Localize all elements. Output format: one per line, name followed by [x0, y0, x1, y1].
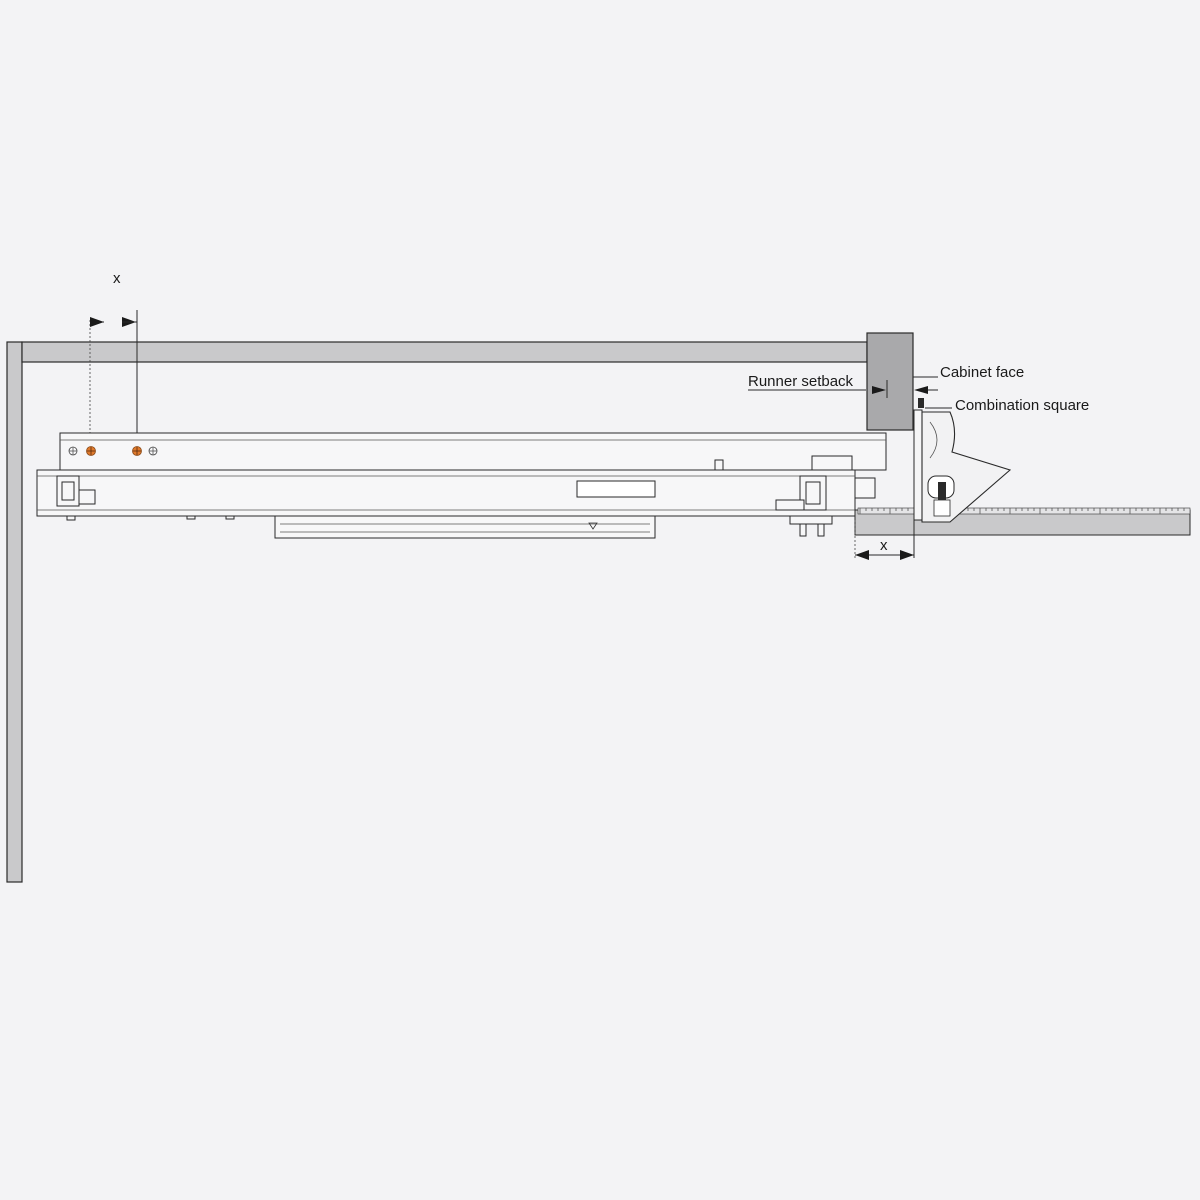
- dimension-label-x-bottom: x: [880, 537, 888, 554]
- top-dimension: x: [89, 270, 138, 450]
- cabinet-side-panel: [6, 341, 23, 883]
- arrow-right-icon: [900, 550, 914, 560]
- cabinet-top-panel: [21, 341, 868, 363]
- combination-square-callout: Combination square: [925, 397, 1089, 414]
- arrow-right-icon: [872, 386, 886, 394]
- arrow-left-icon: [914, 386, 928, 394]
- cabinet-face-block: [866, 332, 914, 431]
- combination-square-label: Combination square: [955, 397, 1089, 414]
- runner-upper-rail: [59, 432, 887, 471]
- cabinet-face-callout: Cabinet face: [913, 364, 1024, 381]
- arrow-right-icon: [90, 317, 104, 327]
- bottom-dimension: x: [854, 520, 915, 560]
- arrow-left-icon: [855, 550, 869, 560]
- cabinet-face-label: Cabinet face: [940, 364, 1024, 381]
- combination-square: [857, 398, 1191, 523]
- runner-setback-label: Runner setback: [748, 373, 854, 390]
- runner-bottom-slide: [274, 515, 656, 539]
- runner-setback-callout: Runner setback: [748, 373, 938, 398]
- dimension-label-x-top: x: [113, 270, 121, 287]
- runner-lower-body: [36, 455, 876, 537]
